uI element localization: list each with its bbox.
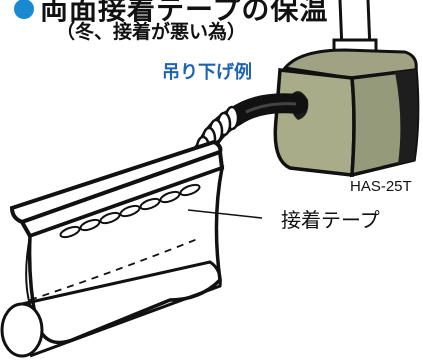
heater-unit <box>273 0 420 178</box>
subtitle: （冬、接着が悪い為） <box>56 21 247 43</box>
tape-label: 接着テープ <box>281 208 380 232</box>
tape-leader-line <box>187 209 263 219</box>
model-label: HAS-25T <box>350 178 412 195</box>
title-text: 両面接着テープの保温 <box>40 0 329 26</box>
page-title: 両面接着テープの保温 <box>14 0 328 28</box>
cover-sheet <box>0 139 225 358</box>
hang-example-label: 吊り下げ例 <box>162 62 252 83</box>
bullet-dot-icon <box>14 0 34 19</box>
